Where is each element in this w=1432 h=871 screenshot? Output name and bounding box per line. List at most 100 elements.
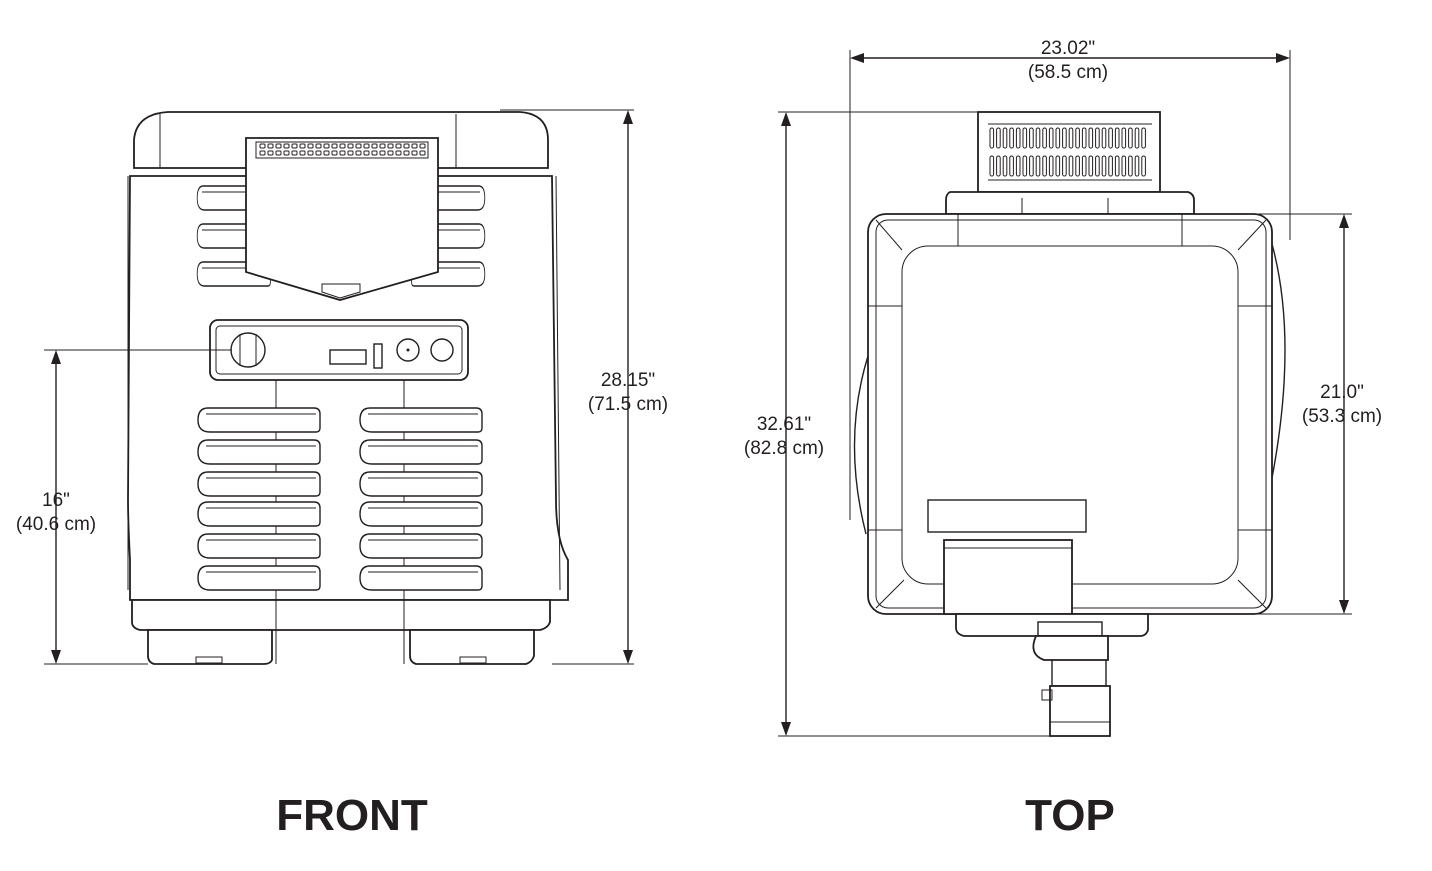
exhaust-slot — [1088, 155, 1094, 177]
top-width-dimension: 23.02" (58.5 cm) — [849, 38, 1291, 520]
grille-hole — [363, 143, 370, 149]
grille-hole — [275, 143, 282, 149]
grille-hole — [419, 150, 426, 156]
grille-hole — [307, 143, 314, 149]
grille-hole — [347, 150, 354, 156]
grille-hole — [259, 150, 266, 156]
top-side-bulge-right — [1271, 243, 1286, 479]
grille-hole — [355, 150, 362, 156]
grille-hole — [331, 143, 338, 149]
exhaust-slot — [1062, 155, 1067, 177]
top-total-depth-cm: (82.8 cm) — [744, 438, 824, 459]
top-total-depth-inches: 32.61" — [757, 414, 811, 435]
exhaust-slot — [1042, 155, 1047, 177]
grille-hole — [267, 143, 274, 149]
exhaust-slot — [1075, 127, 1080, 149]
grille-hole — [299, 150, 306, 156]
grille-hole — [339, 150, 346, 156]
grille-hole — [291, 143, 298, 149]
exhaust-slot — [1075, 155, 1080, 177]
display-window — [329, 349, 367, 365]
exhaust-slot — [1121, 127, 1127, 149]
exhaust-slot — [1114, 155, 1120, 177]
indicator-icon — [430, 338, 454, 362]
exhaust-slot — [1022, 127, 1028, 149]
exhaust-slot — [1095, 127, 1100, 149]
exhaust-slot — [1068, 127, 1074, 149]
grille-hole — [371, 150, 378, 156]
exhaust-slot — [1088, 127, 1094, 149]
exhaust-slot — [1128, 155, 1133, 177]
front-control-height-dimension: 16" (40.6 cm) — [16, 349, 232, 665]
knob-icon — [396, 338, 420, 362]
exhaust-slot — [1114, 127, 1120, 149]
exhaust-slot — [1141, 155, 1146, 177]
exhaust-slot — [1081, 155, 1087, 177]
grille-hole — [323, 143, 330, 149]
grille-hole — [403, 150, 410, 156]
grille-hole — [363, 150, 370, 156]
top-view-title: TOP — [1025, 791, 1115, 840]
front-control-panel — [209, 319, 469, 381]
grille-hole — [299, 143, 306, 149]
front-exhaust-hood — [245, 137, 439, 301]
exhaust-slot — [1029, 155, 1034, 177]
exhaust-slot — [1009, 127, 1014, 149]
front-foot-left — [147, 629, 273, 665]
exhaust-slot — [1015, 127, 1021, 149]
exhaust-slot — [1101, 127, 1107, 149]
grille-hole — [411, 143, 418, 149]
exhaust-slot — [1068, 155, 1074, 177]
grille-hole — [355, 143, 362, 149]
front-view: 28.15" (71.5 cm) 16" (40.6 cm) FRONT — [16, 109, 668, 840]
exhaust-slot — [1009, 155, 1014, 177]
grille-hole — [331, 150, 338, 156]
exhaust-slot — [1048, 127, 1054, 149]
exhaust-slot — [1029, 127, 1034, 149]
grille-hole — [411, 150, 418, 156]
front-base — [131, 599, 551, 631]
front-control-height-cm: (40.6 cm) — [16, 514, 96, 535]
grille-hole — [403, 143, 410, 149]
grille-hole — [267, 150, 274, 156]
grille-hole — [275, 150, 282, 156]
top-body-depth-dimension: 21.0" (53.3 cm) — [1148, 213, 1382, 615]
front-foot-right — [409, 629, 535, 665]
grille-hole — [291, 150, 298, 156]
exhaust-slot — [1121, 155, 1127, 177]
exhaust-slot — [1108, 127, 1113, 149]
exhaust-slot — [989, 155, 995, 177]
exhaust-slot — [1101, 155, 1107, 177]
exhaust-slot — [1108, 155, 1113, 177]
exhaust-slot — [996, 155, 1001, 177]
front-control-height-inches: 16" — [42, 490, 70, 511]
exhaust-slot — [1048, 155, 1054, 177]
exhaust-slot — [1055, 127, 1061, 149]
top-width-inches: 23.02" — [1041, 38, 1095, 59]
front-height-cm: (71.5 cm) — [588, 394, 668, 415]
front-height-dimension: 28.15" (71.5 cm) — [500, 109, 668, 665]
grille-hole — [387, 143, 394, 149]
exhaust-slot — [1095, 155, 1100, 177]
hood-vent-grille — [255, 141, 429, 159]
grille-hole — [379, 150, 386, 156]
grille-hole — [395, 143, 402, 149]
top-total-depth-dimension: 32.61" (82.8 cm) — [744, 111, 1052, 737]
exhaust-slot — [1081, 127, 1087, 149]
exhaust-slot — [1141, 127, 1146, 149]
front-view-title: FRONT — [276, 791, 428, 840]
front-height-inches: 28.15" — [601, 370, 655, 391]
top-side-bulge-left — [853, 355, 869, 535]
exhaust-slot — [1002, 155, 1008, 177]
grille-hole — [315, 150, 322, 156]
grille-hole — [307, 150, 314, 156]
top-body-depth-cm: (53.3 cm) — [1302, 406, 1382, 427]
exhaust-slot — [1022, 155, 1028, 177]
grille-hole — [315, 143, 322, 149]
grille-hole — [259, 143, 266, 149]
exhaust-slot — [1035, 127, 1041, 149]
exhaust-slot — [1134, 155, 1140, 177]
exhaust-slot — [1002, 127, 1008, 149]
exhaust-slot — [1128, 127, 1133, 149]
